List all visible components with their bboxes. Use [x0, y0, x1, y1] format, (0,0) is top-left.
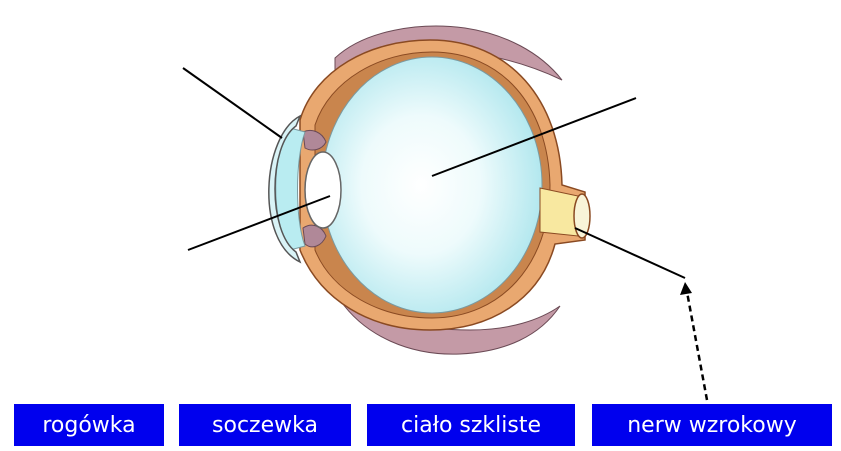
label-vitreous-body[interactable]: ciało szkliste	[367, 404, 575, 446]
vitreous-body	[322, 57, 542, 313]
optic-nerve	[540, 188, 578, 236]
label-cornea[interactable]: rogówka	[14, 404, 164, 446]
drag-arrow-head	[680, 282, 692, 295]
label-lens[interactable]: soczewka	[179, 404, 351, 446]
lens	[305, 152, 341, 228]
drag-arrow-line	[687, 292, 707, 400]
pointer-line-cornea	[183, 68, 282, 138]
pointer-line-optic-nerve	[575, 228, 685, 278]
label-optic-nerve[interactable]: nerw wzrokowy	[592, 404, 832, 446]
